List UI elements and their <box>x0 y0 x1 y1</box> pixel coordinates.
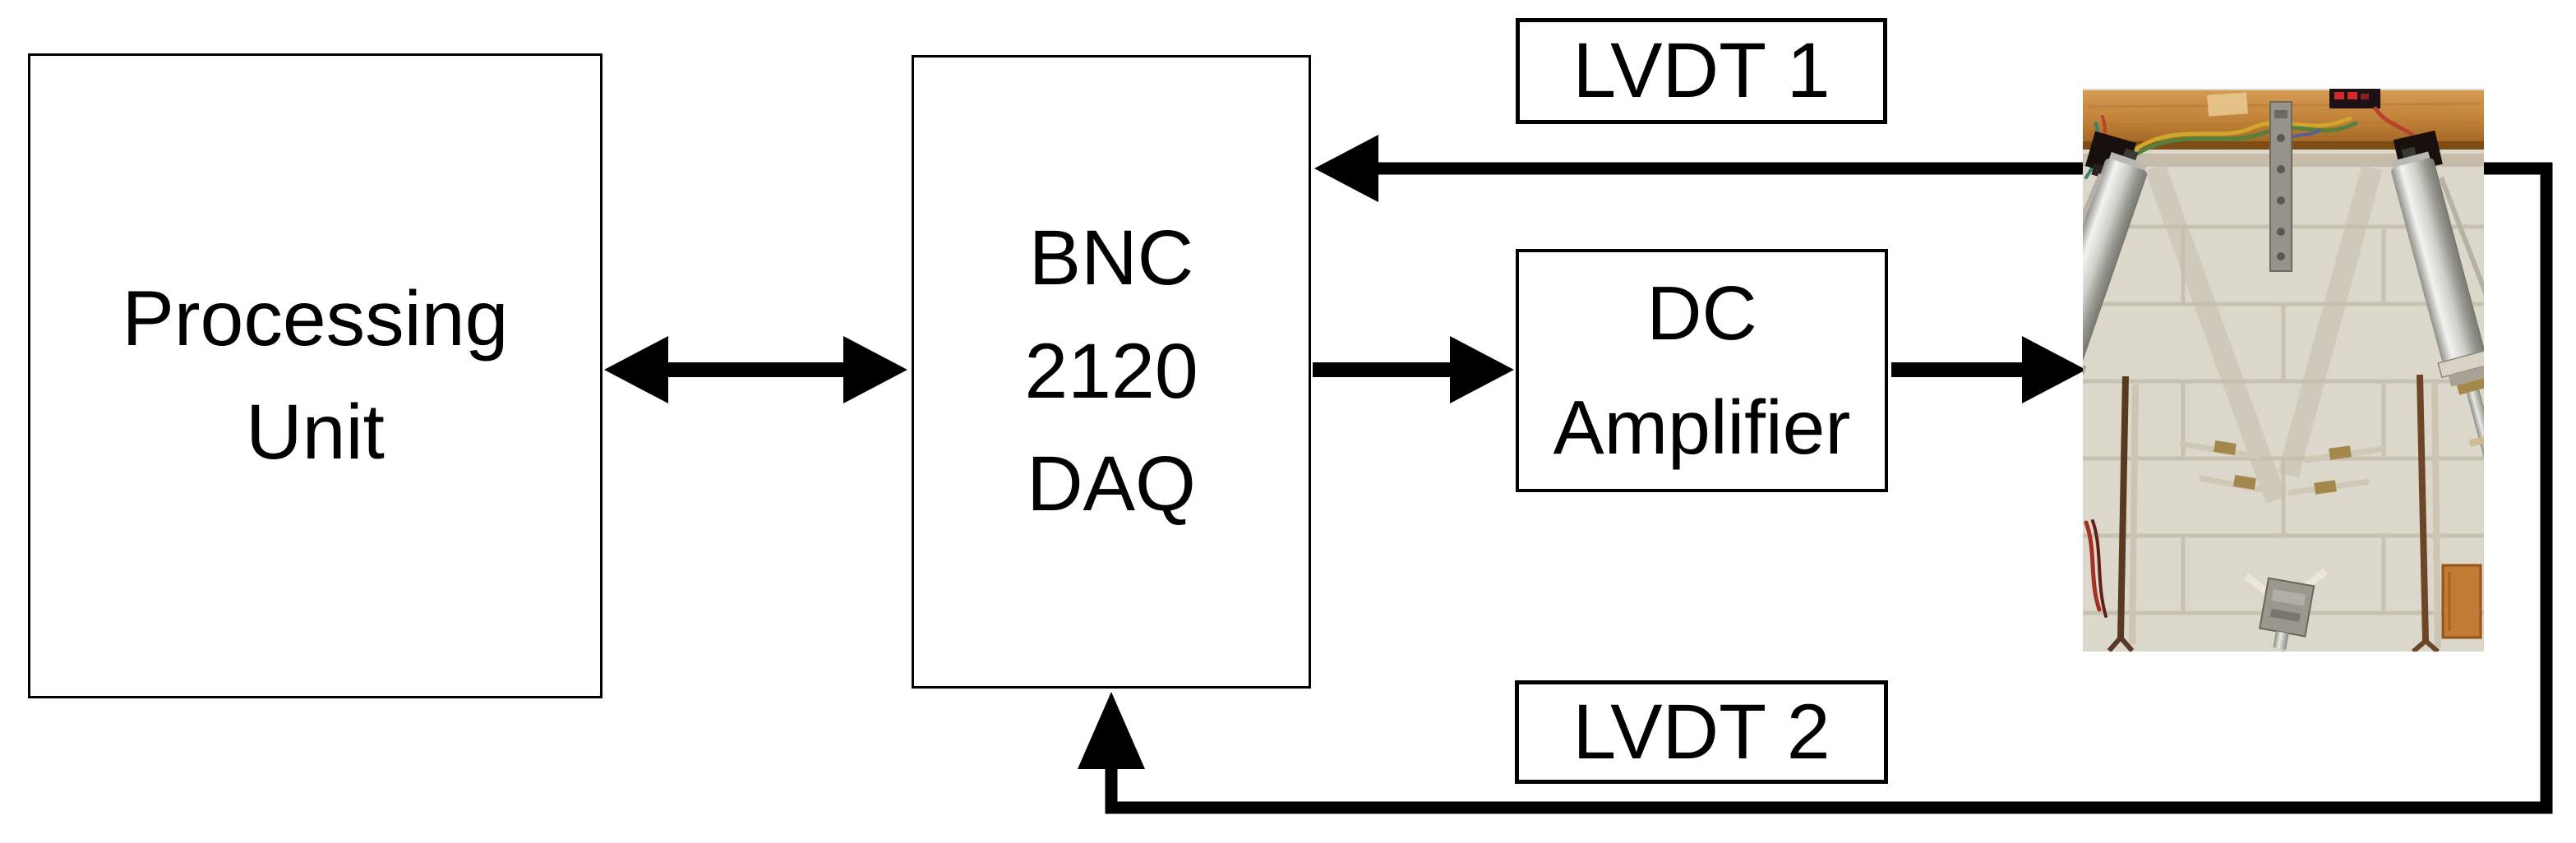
label-box-lvdt2: LVDT 2 <box>1515 680 1888 784</box>
arrow-bidirectional-processing-daq <box>604 336 907 403</box>
lvdt1-label: LVDT 1 <box>1572 27 1830 114</box>
box-dc-amplifier: DC Amplifier <box>1516 249 1888 492</box>
arrow-amplifier-to-lvdt <box>1891 336 2086 403</box>
photo-wood-block <box>2441 564 2482 639</box>
box-daq: BNC 2120 DAQ <box>912 55 1311 689</box>
photo-left-lvdt <box>2083 148 2281 529</box>
photo-side-rods <box>2107 374 2440 652</box>
daq-label: BNC 2120 DAQ <box>1024 214 1198 528</box>
lvdt-apparatus-photo <box>2083 89 2484 652</box>
box-processing-unit: Processing Unit <box>28 53 602 698</box>
lvdt2-label: LVDT 2 <box>1572 688 1830 776</box>
arrow-daq-to-amplifier <box>1313 336 1514 403</box>
label-box-lvdt1: LVDT 1 <box>1516 18 1887 124</box>
dc-amplifier-label: DC Amplifier <box>1553 269 1851 471</box>
photo-loose-wires <box>2084 519 2107 618</box>
photo-right-lvdt <box>2287 146 2484 552</box>
processing-unit-label: Processing Unit <box>122 274 509 476</box>
arrow-lvdt2-signal <box>1078 163 2553 814</box>
photo-junction-block <box>2244 568 2328 650</box>
photo-plank <box>2083 89 2484 272</box>
